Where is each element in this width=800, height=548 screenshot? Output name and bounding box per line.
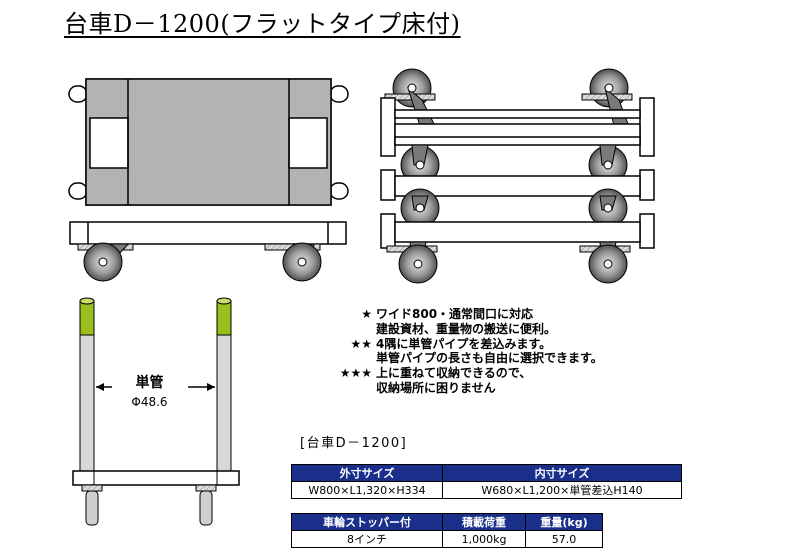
weight-header: 重量(kg) bbox=[525, 513, 603, 531]
feature-text: ワイド800・通常間口に対応 bbox=[376, 307, 534, 321]
feature-line: ★★★ 上に重ねて収納できるので、 bbox=[322, 366, 603, 381]
feature-text: 建設資材、重量物の搬送に便利。 bbox=[376, 321, 557, 336]
pipe-diameter: Φ48.6 bbox=[131, 395, 168, 409]
page-title: 台車D－1200(フラットタイプ床付) bbox=[64, 10, 461, 38]
feature-text: 単管パイプの長さも自由に選択できます。 bbox=[376, 351, 603, 366]
feature-text: 上に重ねて収納できるので、 bbox=[376, 366, 532, 381]
feature-line: 建設資材、重量物の搬送に便利。 bbox=[322, 322, 603, 337]
caster-wheel bbox=[386, 241, 438, 284]
feature-list: ★ ワイド800・通常間口に対応 建設資材、重量物の搬送に便利。 ★★ 4隅に単管パ… bbox=[322, 307, 603, 396]
weight-value: 1,000kg bbox=[442, 530, 526, 548]
size-table: 外寸サイズ 内寸サイズ W800×L1,320×H334 W680×L1,200… bbox=[291, 464, 682, 499]
feature-line: ★★ 4隅に単管パイプを差込みます。 bbox=[322, 337, 603, 352]
size-header: 外寸サイズ bbox=[291, 464, 443, 482]
cart-stacked-view bbox=[380, 68, 655, 284]
weight-header: 積載荷重 bbox=[442, 513, 526, 531]
size-value: W800×L1,320×H334 bbox=[291, 481, 443, 499]
cart-top-view bbox=[68, 78, 349, 206]
star-rating: ★★★ bbox=[339, 366, 372, 381]
caster-wheel bbox=[588, 188, 628, 228]
caster-wheel bbox=[400, 144, 440, 185]
star-rating: ★★ bbox=[350, 336, 372, 351]
caster-wheel bbox=[77, 242, 134, 282]
pipe-label: 単管 bbox=[135, 375, 164, 391]
feature-line: ★ ワイド800・通常間口に対応 bbox=[322, 307, 603, 322]
cart-front-view bbox=[72, 297, 240, 526]
size-value: W680×L1,200×単管差込H140 bbox=[442, 481, 682, 499]
cart-side-view bbox=[69, 221, 347, 282]
weight-header: 車輪ストッパー付 bbox=[291, 513, 443, 531]
star-rating: ★ bbox=[361, 307, 372, 321]
feature-text: 4隅に単管パイプを差込みます。 bbox=[376, 336, 552, 351]
feature-text: 収納場所に困りません bbox=[376, 380, 496, 395]
size-header: 内寸サイズ bbox=[442, 464, 682, 482]
weight-table: 車輪ストッパー付 積載荷重 重量(kg) 8インチ 1,000kg 57.0 bbox=[291, 513, 603, 548]
weight-value: 57.0 bbox=[525, 530, 603, 548]
caster-wheel bbox=[400, 188, 440, 228]
feature-line: 単管パイプの長さも自由に選択できます。 bbox=[322, 351, 603, 366]
caster-wheel bbox=[588, 144, 628, 185]
caster-wheel bbox=[264, 242, 322, 282]
weight-value: 8インチ bbox=[291, 530, 443, 548]
feature-line: 収納場所に困りません bbox=[322, 381, 603, 396]
spec-title: [台車D－1200] bbox=[300, 436, 408, 451]
caster-wheel bbox=[579, 241, 631, 284]
